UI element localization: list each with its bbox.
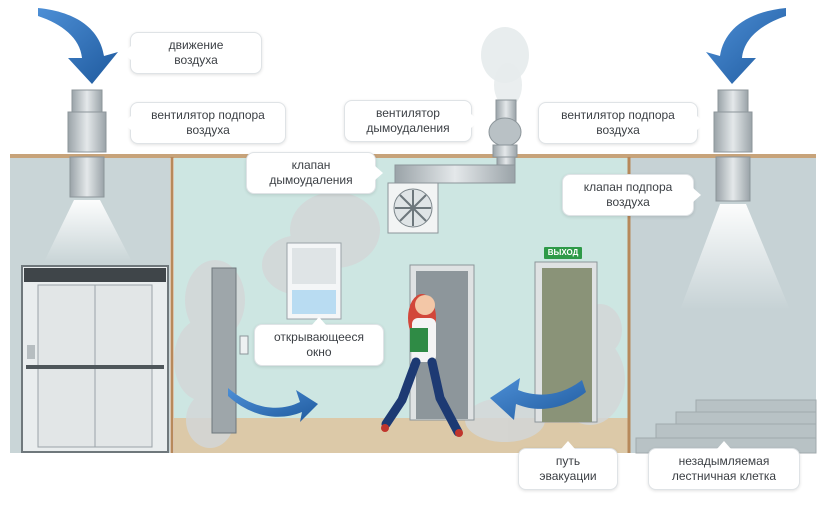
elevator-keypad: [27, 345, 35, 359]
label-air-movement: движение воздуха: [123, 32, 262, 74]
evacuating-person: [381, 294, 463, 437]
label-smoke-free-stairwell: незадымляемая лестничная клетка: [648, 441, 800, 490]
exhaust-duct-horizontal: [394, 164, 516, 184]
label-evacuation-route: путь эвакуации: [518, 441, 618, 490]
elevator-lights-bar: [24, 268, 166, 282]
air-arrow-exit: [490, 378, 586, 420]
person-head: [415, 295, 435, 315]
right-fan-body: [713, 111, 753, 153]
air-arrows: [38, 8, 786, 422]
right-light-beam: [680, 204, 790, 310]
person-legs: [381, 357, 463, 437]
corridor-floor: [174, 418, 628, 453]
left-fan-duct: [69, 156, 105, 198]
exhaust-fan-housing: [488, 117, 522, 147]
label-smoke-exhaust-fan: вентилятор дымоудаления: [344, 100, 479, 142]
opening-window: [286, 242, 342, 320]
left-supply-fan: [44, 89, 132, 262]
label-smoke-valve: клапан дымоудаления: [246, 152, 383, 194]
exhaust-fan-base: [492, 144, 518, 158]
label-supply-fan-left: вентилятор подпора воздуха: [123, 102, 286, 144]
air-arrow-top-left: [38, 8, 118, 84]
left-fan-body: [67, 111, 107, 153]
exit-sign: ВЫХОД: [544, 247, 582, 259]
right-supply-fan: [680, 89, 790, 310]
air-arrow-window: [228, 388, 318, 422]
label-supply-valve: клапан подпора воздуха: [562, 174, 701, 216]
left-fan-cap: [71, 89, 103, 113]
label-supply-fan-right: вентилятор подпора воздуха: [538, 102, 705, 144]
valve-fan-blades: [395, 190, 431, 226]
elevator: [21, 265, 169, 453]
air-arrow-top-right: [706, 8, 786, 84]
right-fan-cap: [717, 89, 749, 113]
right-fan-duct: [715, 156, 751, 202]
left-light-beam: [44, 200, 132, 262]
exhaust-plume-2: [494, 63, 522, 107]
left-door: [211, 267, 249, 434]
person-folder: [410, 328, 428, 352]
smoke-exhaust-fan: [394, 27, 529, 184]
smoke-valve: [387, 182, 439, 234]
label-opening-window: открывающееся окно: [254, 317, 384, 366]
call-button: [239, 335, 249, 355]
